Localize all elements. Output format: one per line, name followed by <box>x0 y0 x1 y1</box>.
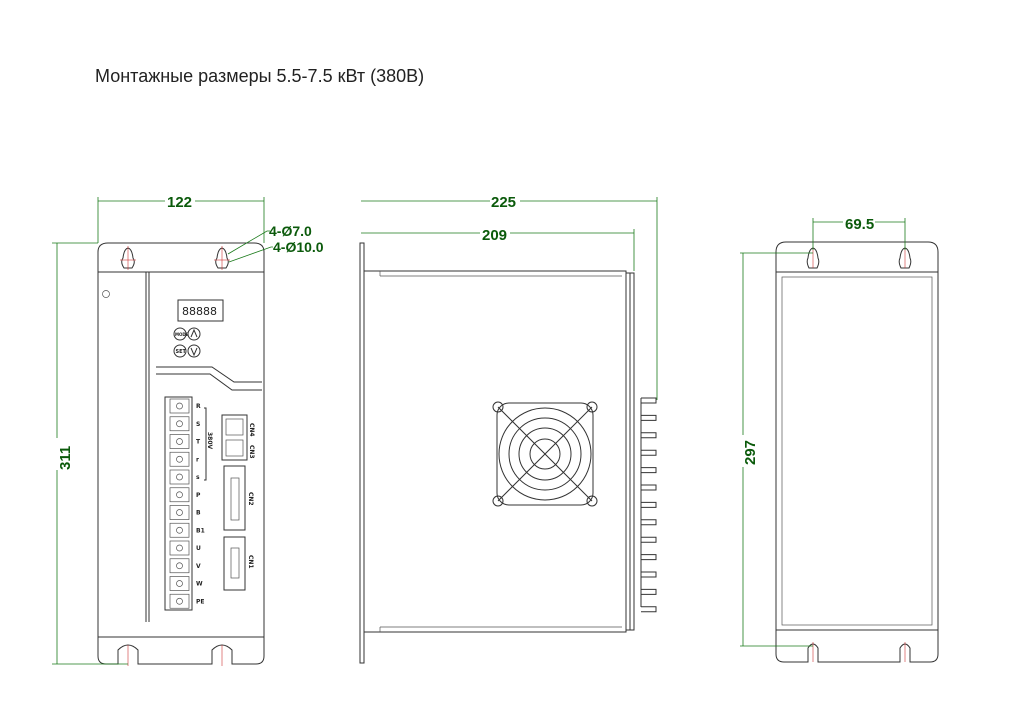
rj45-port-cn3 <box>225 439 244 457</box>
side-view: 225 209 <box>359 193 658 664</box>
fin <box>641 554 657 561</box>
terminal-u: U <box>169 540 201 556</box>
dimension-height-311: 311 <box>50 242 128 665</box>
terminal-label: B1 <box>196 527 205 534</box>
terminal-r: R <box>169 398 201 414</box>
up-button[interactable] <box>187 327 201 341</box>
dimension-depth-225: 225 <box>361 193 658 400</box>
hole-small-label: 4-Ø7.0 <box>269 223 312 239</box>
screw-icon <box>102 290 110 298</box>
terminal-w: W <box>169 576 203 591</box>
terminal-label: V <box>196 563 201 570</box>
cn2-connector <box>223 465 246 531</box>
dim-297: 297 <box>742 440 759 465</box>
cn4-label: CN4 <box>248 423 255 437</box>
fin <box>641 432 657 439</box>
terminal-b: B <box>169 505 201 520</box>
dimension-spacing-69-5: 69.5 <box>812 214 906 250</box>
terminal-label: r <box>196 456 199 463</box>
fin <box>641 501 657 508</box>
terminal-label: S <box>196 421 200 428</box>
display-digits: 88888 <box>182 305 217 318</box>
mode-label: MODE <box>175 332 189 337</box>
voltage-label: 380V <box>206 432 213 450</box>
fin <box>641 467 657 474</box>
cn1-connector <box>223 536 246 591</box>
heatsink-fins <box>640 397 657 613</box>
terminal-label: R <box>196 403 201 410</box>
cn3-label: CN3 <box>248 445 255 459</box>
led-display <box>177 299 224 322</box>
dim-122: 122 <box>167 194 192 211</box>
terminal-label: B <box>196 510 201 517</box>
terminal-label: P <box>196 492 201 499</box>
down-button[interactable] <box>187 344 201 358</box>
terminal-label: W <box>196 581 203 588</box>
fin <box>641 519 657 526</box>
fin <box>641 536 657 543</box>
terminal-s: s <box>169 469 200 485</box>
cn1-label: CN1 <box>247 555 254 569</box>
fin <box>641 606 657 613</box>
terminal-p: P <box>169 487 201 503</box>
rj45-port-cn4 <box>225 418 244 436</box>
terminal-label: T <box>196 439 201 446</box>
front-view: 88888 MODE SET R S Tr sP B B1U V W PE 380V CN4 C… <box>50 193 324 666</box>
fin <box>641 449 657 456</box>
mode-button[interactable]: MODE <box>173 327 189 341</box>
terminal-r: r <box>169 451 199 467</box>
terminal-label: PE <box>196 598 205 605</box>
rear-view: 69.5 297 <box>736 214 939 663</box>
set-button[interactable]: SET <box>173 344 187 358</box>
dim-209: 209 <box>482 227 507 244</box>
fin <box>641 571 657 578</box>
terminal-pe: PE <box>169 593 205 609</box>
terminal-b1: B1 <box>169 522 205 538</box>
terminal-v: V <box>169 558 201 574</box>
set-label: SET <box>176 349 187 355</box>
dimension-depth-209: 209 <box>361 225 635 271</box>
dim-225: 225 <box>491 194 516 211</box>
dim-311: 311 <box>57 446 74 470</box>
dimension-width-122: 122 <box>97 193 265 243</box>
fin <box>641 484 657 491</box>
terminal-label: s <box>196 474 200 481</box>
fin <box>641 397 657 404</box>
fin <box>641 414 657 421</box>
cooling-fan-icon <box>492 401 598 507</box>
dim-69-5: 69.5 <box>845 216 874 233</box>
dimension-height-297: 297 <box>736 252 813 647</box>
fin <box>641 588 657 595</box>
cn2-label: CN2 <box>247 492 254 506</box>
terminal-block: R S Tr sP B B1U V W PE <box>164 396 205 611</box>
terminal-s: S <box>169 416 200 432</box>
hole-large-label: 4-Ø10.0 <box>273 239 324 255</box>
keyhole-slot-icon <box>120 246 230 666</box>
terminal-t: T <box>169 434 201 449</box>
page-title: Монтажные размеры 5.5-7.5 кВт (380В) <box>95 66 425 86</box>
terminal-label: U <box>196 545 201 552</box>
